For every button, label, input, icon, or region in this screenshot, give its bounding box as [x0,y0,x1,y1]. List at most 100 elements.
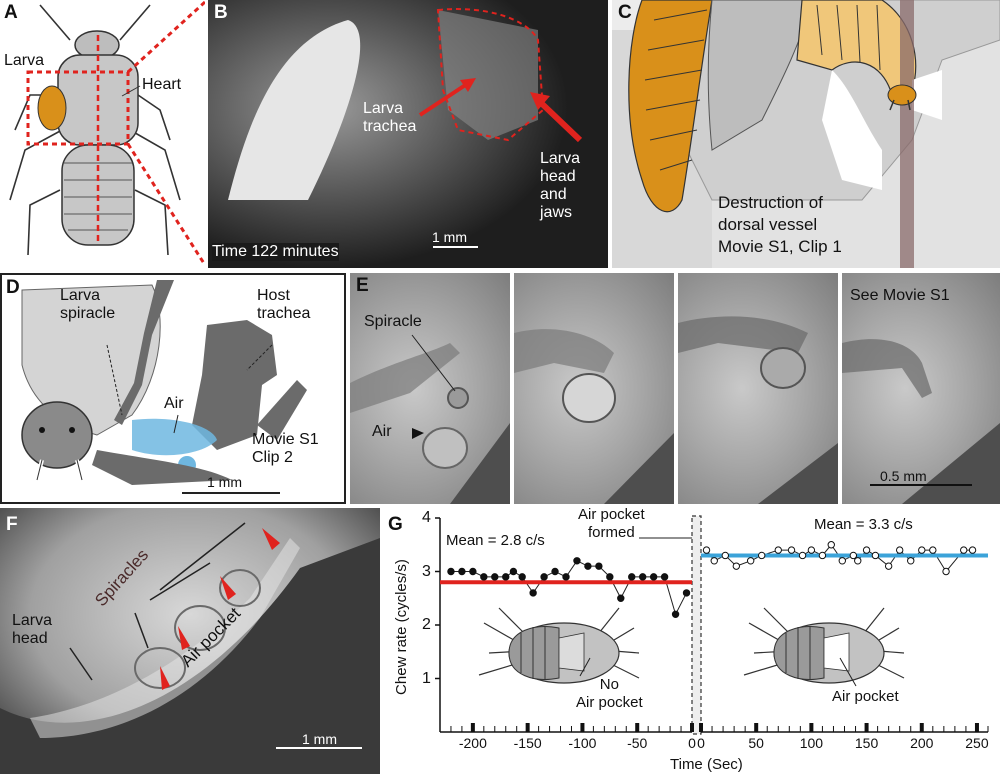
y-axis-title: Chew rate (cycles/s) [392,559,410,695]
zoom-box [26,70,130,146]
data-point [628,573,636,581]
panel-g-letter: G [388,514,403,535]
x-major-tick [809,723,814,732]
data-point [895,546,904,554]
y-tick-label: 3 [422,562,431,580]
data-point [907,557,915,565]
cricket-illustration [9,0,205,266]
x-tick-label: -200 [458,735,487,751]
panel-d: D Larva spiracle Host trachea Air Movie … [0,273,346,504]
panel-b-letter: B [214,2,228,23]
data-point [682,589,691,597]
data-point [746,557,755,565]
panel-b-photo [208,0,608,268]
data-point [509,567,518,576]
x-major-tick [754,723,759,732]
x-tick-label: 50 [748,735,764,751]
scale-d: 1 mm [207,474,242,490]
label-air: Air [164,395,184,412]
x-tick-label: 200 [910,735,934,751]
x-tick-label: 250 [965,735,989,751]
label-larva-head: Larva head and jaws [540,150,581,221]
e-frame-2 [514,273,674,504]
data-point [798,551,807,560]
spiracle-diagram [21,280,307,494]
data-point [584,562,592,570]
larva-head-shape [21,401,93,469]
panel-f-letter: F [6,514,18,535]
data-point [818,551,827,560]
larva-in-host [37,85,67,131]
data-point [862,546,871,554]
label-larva-trachea: Larva trachea [363,100,417,135]
x-major-tick [635,723,640,732]
label-see-movie: See Movie S1 [850,287,950,304]
x-major-tick [580,723,585,732]
label-movie-clip2: Movie S1 Clip 2 [252,431,319,466]
data-point [649,573,658,581]
label-larva: Larva [4,52,45,69]
e-frame-1: E Spiracle Air [350,273,510,504]
label-air-pocket-g: Air pocket [832,688,899,705]
panel-f-photo [0,508,380,774]
label-heart: Heart [142,76,182,93]
panel-d-letter: D [6,277,20,298]
x-major-tick [525,723,530,732]
scale-b: 1 mm [432,229,467,245]
data-point [838,557,846,565]
data-point [721,551,729,560]
e-frame-3 [678,273,838,504]
panel-c: C Destruction of dorsal vessel Movie S1,… [612,0,1000,268]
panel-e-letter: E [356,275,369,296]
data-point [702,546,711,554]
data-point [540,573,548,581]
data-point [758,551,766,560]
data-point [787,546,796,554]
x-major-tick [919,723,924,732]
data-point [573,557,581,565]
x-major-tick [864,723,869,732]
cricket-no-air-pocket [478,607,640,684]
data-point [491,573,499,581]
label-larva-spiracle: Larva spiracle [60,287,116,322]
data-point [562,573,570,581]
data-point [807,546,816,554]
x-tick-label: 150 [854,735,879,751]
larva-in-host-diagram [612,0,1000,268]
data-point [732,562,741,570]
cricket-air-pocket [743,607,905,684]
panel-g: G [384,508,1000,774]
data-point [827,541,835,549]
data-point [638,573,647,581]
series-line-before [450,560,687,616]
data-point [918,546,926,554]
data-point [518,573,526,581]
data-point [529,589,537,597]
chew-rate-chart [435,515,989,735]
label-spiracle: Spiracle [364,313,422,330]
panel-c-letter: C [618,2,632,23]
panel-b: B Larva trachea Larva head and jaws Time… [208,0,608,268]
label-air-pocket-formed: Air pocket formed [578,508,645,541]
x-tick-label: 0 [688,735,696,751]
data-point [551,567,559,576]
data-point [884,562,893,570]
x-major-tick [690,723,694,732]
data-point [942,567,950,576]
larva-outline [436,8,545,142]
data-point [671,610,680,619]
y-tick-label: 1 [422,669,431,687]
panel-a: A Larva Heart [0,0,205,268]
data-point [606,573,614,581]
label-no-air-pocket: No Air pocket [576,676,643,711]
x-tick-label: 100 [799,735,824,751]
y-tick-label: 4 [422,509,431,526]
data-point [774,546,782,554]
x-major-tick [699,723,703,732]
x-tick-label: -50 [627,735,648,751]
data-point [447,567,455,576]
x-tick-label: -150 [513,735,542,751]
data-point [849,551,858,560]
label-larva-head-f: Larva head [12,612,53,647]
data-point [480,573,488,581]
